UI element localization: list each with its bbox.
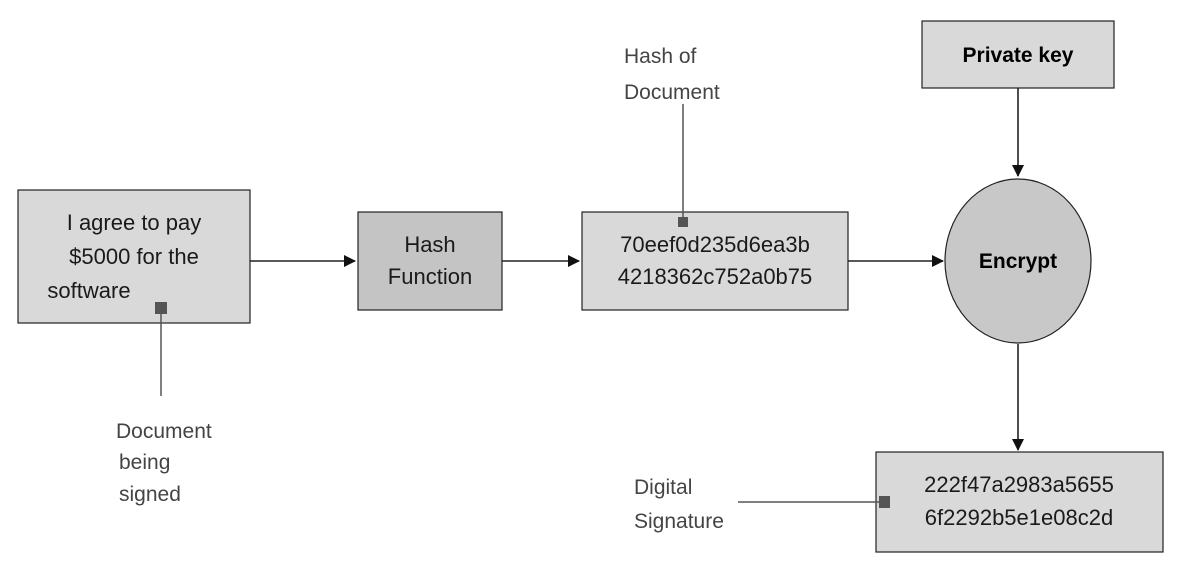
private-key-node: Private key (921, 20, 1115, 89)
hash-value-line-1: 70eef0d235d6ea3b (620, 232, 810, 257)
callout-document-being-signed-line-1: Document (116, 420, 212, 443)
callout-hash-of-document: Hash of Document (624, 45, 720, 227)
callout-hash-of-document-marker (678, 217, 688, 227)
encrypt-ellipse (944, 178, 1092, 344)
document-node: I agree to pay $5000 for the software (17, 189, 251, 324)
hash-function-line-2: Function (388, 264, 472, 289)
document-line-1: I agree to pay (67, 210, 202, 235)
callout-digital-signature-line-2: Signature (634, 510, 724, 533)
hash-function-node: Hash Function (357, 211, 503, 311)
connectors (215, 88, 1024, 451)
document-line-2: $5000 for the (69, 244, 199, 269)
document-box (17, 189, 251, 324)
hash-value-node: 70eef0d235d6ea3b 4218362c752a0b75 (581, 211, 849, 311)
hash-value-line-2: 4218362c752a0b75 (618, 264, 813, 289)
private-key-label: Private key (963, 44, 1074, 67)
callout-digital-signature-line-1: Digital (634, 476, 692, 499)
signature-box (875, 451, 1164, 553)
signature-line-1: 222f47a2983a5655 (924, 472, 1114, 497)
signature-line-2: 6f2292b5e1e08c2d (925, 505, 1113, 530)
document-line-3: software (47, 278, 130, 303)
callout-digital-signature: Digital Signature (634, 476, 890, 533)
callout-document-being-signed-line-3: signed (119, 483, 181, 506)
callout-digital-signature-marker (879, 496, 890, 508)
callout-document-being-signed-line-2: being (119, 451, 170, 474)
private-key-box (921, 20, 1115, 89)
hash-function-box (357, 211, 503, 311)
callout-hash-of-document-line-1: Hash of (624, 45, 697, 68)
signature-node: 222f47a2983a5655 6f2292b5e1e08c2d (875, 451, 1164, 553)
encrypt-node: Encrypt (944, 178, 1092, 344)
hash-function-line-1: Hash (404, 232, 455, 257)
callout-hash-of-document-line-2: Document (624, 81, 720, 104)
encrypt-label: Encrypt (979, 250, 1057, 273)
callout-document-being-signed-marker (155, 302, 167, 314)
callout-document-being-signed: Document being signed (116, 302, 212, 506)
hash-value-box (581, 211, 849, 311)
